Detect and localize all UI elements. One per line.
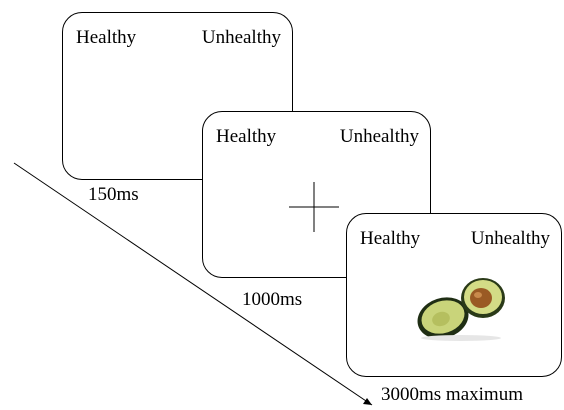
healthy-label: Healthy — [76, 27, 137, 48]
duration-label: 3000ms maximum — [381, 384, 523, 405]
avocado-image — [417, 278, 505, 341]
unhealthy-label: Unhealthy — [339, 126, 419, 147]
unhealthy-label: Unhealthy — [201, 27, 281, 48]
fixation-cross-icon — [289, 182, 339, 232]
duration-label: 1000ms — [242, 289, 303, 310]
trial-screen-food: Healthy Unhealthy — [346, 213, 562, 377]
duration-label: 150ms — [88, 184, 139, 205]
healthy-label: Healthy — [360, 228, 421, 249]
unhealthy-label: Unhealthy — [470, 228, 550, 249]
healthy-label: Healthy — [216, 126, 277, 147]
